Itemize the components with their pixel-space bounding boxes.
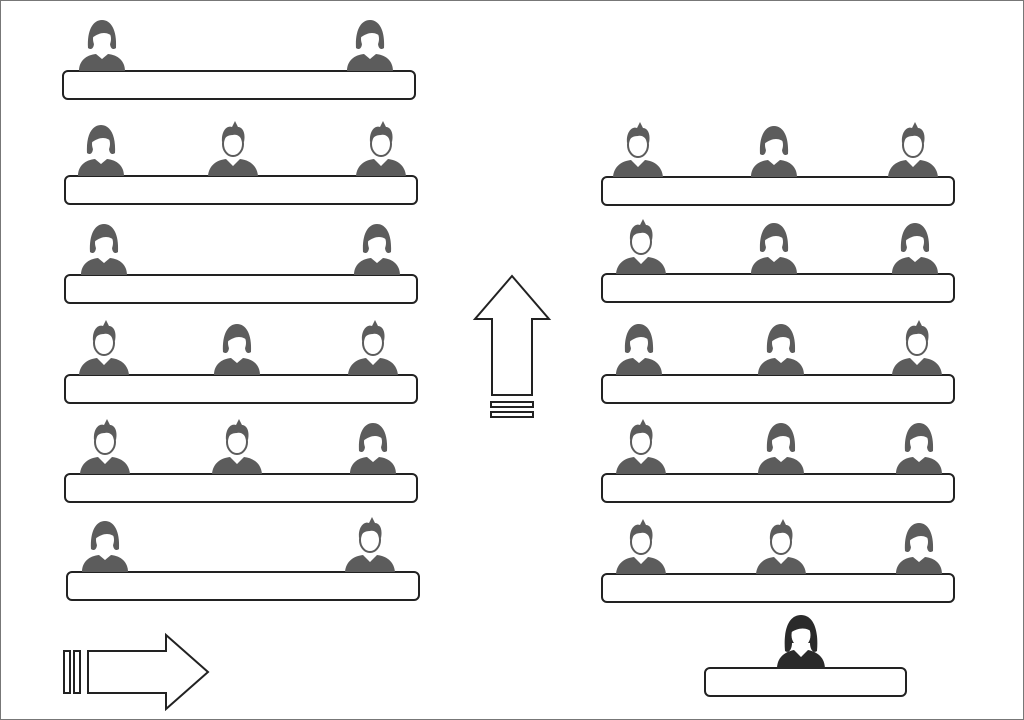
teacher-icon — [775, 611, 827, 669]
female-student-icon — [211, 318, 263, 376]
student-right-row-5-seat-2 — [755, 517, 807, 575]
female-student-icon — [347, 417, 399, 475]
female-student-icon — [755, 417, 807, 475]
male-student-icon — [78, 318, 130, 376]
desk-right-row-4 — [601, 473, 955, 503]
desk-left-row-3 — [64, 274, 418, 304]
student-left-row-1-seat-1 — [76, 14, 128, 72]
student-right-row-4-seat-2 — [755, 417, 807, 475]
student-right-row-2-seat-1 — [615, 217, 667, 275]
student-right-row-4-seat-3 — [893, 417, 945, 475]
male-student-icon — [615, 217, 667, 275]
female-student-icon — [78, 218, 130, 276]
student-right-row-3-seat-3 — [891, 318, 943, 376]
student-right-row-4-seat-1 — [615, 417, 667, 475]
student-left-row-3-seat-1 — [78, 218, 130, 276]
student-left-row-2-seat-3 — [355, 119, 407, 177]
student-left-row-2-seat-2 — [207, 119, 259, 177]
female-student-icon — [889, 217, 941, 275]
female-student-icon — [344, 14, 396, 72]
male-student-icon — [344, 515, 396, 573]
desk-left-row-2 — [64, 175, 418, 205]
student-right-row-3-seat-2 — [755, 318, 807, 376]
student-right-row-2-seat-2 — [748, 217, 800, 275]
desk-left-row-1 — [62, 70, 416, 100]
arrow-right-icon — [63, 632, 210, 711]
female-student-icon — [79, 515, 131, 573]
female-student-icon — [893, 417, 945, 475]
student-left-row-6-seat-1 — [79, 515, 131, 573]
female-student-icon — [75, 119, 127, 177]
student-right-row-1-seat-3 — [887, 120, 939, 178]
female-student-icon — [76, 14, 128, 72]
student-left-row-5-seat-3 — [347, 417, 399, 475]
male-student-icon — [211, 417, 263, 475]
male-student-icon — [891, 318, 943, 376]
student-right-row-2-seat-3 — [889, 217, 941, 275]
student-left-row-4-seat-2 — [211, 318, 263, 376]
female-student-icon — [893, 517, 945, 575]
desk-right-row-2 — [601, 273, 955, 303]
student-left-row-5-seat-1 — [79, 417, 131, 475]
male-student-icon — [615, 417, 667, 475]
female-student-icon — [351, 218, 403, 276]
student-right-row-1-seat-1 — [612, 120, 664, 178]
male-student-icon — [347, 318, 399, 376]
male-student-icon — [207, 119, 259, 177]
student-left-row-3-seat-2 — [351, 218, 403, 276]
female-student-icon — [748, 120, 800, 178]
student-left-row-4-seat-1 — [78, 318, 130, 376]
student-right-row-1-seat-2 — [748, 120, 800, 178]
student-left-row-4-seat-3 — [347, 318, 399, 376]
female-student-icon — [748, 217, 800, 275]
student-right-row-5-seat-3 — [893, 517, 945, 575]
arrow-up-icon — [472, 274, 552, 418]
desk-left-row-4 — [64, 374, 418, 404]
student-right-row-3-seat-1 — [613, 318, 665, 376]
desk-right-row-1 — [601, 176, 955, 206]
student-left-row-1-seat-2 — [344, 14, 396, 72]
student-left-row-2-seat-1 — [75, 119, 127, 177]
desk-right-row-3 — [601, 374, 955, 404]
female-student-icon — [755, 318, 807, 376]
student-left-row-5-seat-2 — [211, 417, 263, 475]
desk-left-row-5 — [64, 473, 418, 503]
male-student-icon — [887, 120, 939, 178]
male-student-icon — [615, 517, 667, 575]
teacher-desk — [704, 667, 907, 697]
desk-left-row-6 — [66, 571, 420, 601]
student-right-row-5-seat-1 — [615, 517, 667, 575]
male-student-icon — [355, 119, 407, 177]
male-student-icon — [612, 120, 664, 178]
teacher — [775, 611, 827, 669]
student-left-row-6-seat-2 — [344, 515, 396, 573]
female-student-icon — [613, 318, 665, 376]
desk-right-row-5 — [601, 573, 955, 603]
male-student-icon — [755, 517, 807, 575]
male-student-icon — [79, 417, 131, 475]
